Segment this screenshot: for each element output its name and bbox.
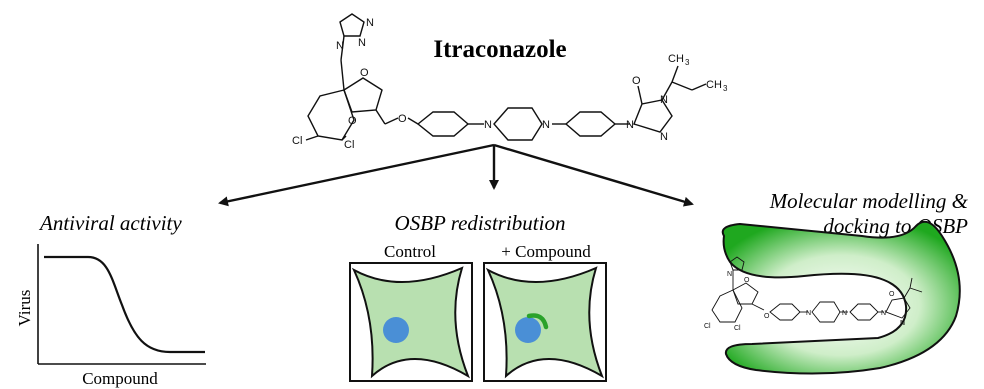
- antiviral-curve: [44, 255, 205, 354]
- atom-label: Cl: [292, 135, 302, 147]
- atom-label: Cl: [704, 323, 711, 330]
- control-cell: [351, 266, 470, 379]
- antiviral-xlabel: Compound: [82, 369, 158, 388]
- atom-label: N: [366, 17, 374, 29]
- atom-label: N: [806, 310, 811, 317]
- itraconazole-structure: [305, 13, 707, 141]
- atom-label: N: [660, 94, 668, 106]
- arrow-right: [493, 143, 694, 207]
- osbp-heading: OSBP redistribution: [395, 211, 566, 235]
- antiviral-ylabel: Virus: [15, 290, 34, 327]
- title: Itraconazole: [433, 36, 566, 63]
- control-nucleus: [383, 317, 409, 343]
- atom-label: 3: [685, 58, 690, 67]
- atom-label: CH: [706, 79, 722, 91]
- control-label: Control: [384, 242, 436, 261]
- docking-heading-line1: Molecular modelling &: [769, 189, 969, 213]
- atom-label: N: [542, 119, 550, 131]
- arrow-left: [218, 143, 495, 207]
- atom-label: O: [889, 291, 895, 298]
- atom-label: N: [727, 271, 732, 278]
- atom-label: N: [484, 119, 492, 131]
- osbp-aggregate: [526, 313, 549, 330]
- compound-nucleus: [515, 317, 541, 343]
- osbp-binding-pocket: [721, 220, 961, 375]
- osbp-protein-shape: [721, 220, 961, 375]
- atom-label: N: [660, 131, 668, 143]
- atom-label: Cl: [344, 139, 354, 151]
- atom-label: O: [398, 113, 407, 125]
- atom-label: O: [632, 75, 641, 87]
- atom-label: N: [358, 37, 366, 49]
- atom-label: N: [626, 119, 634, 131]
- atom-label: CH: [668, 53, 684, 65]
- atom-label: N: [900, 320, 905, 327]
- compound-label: + Compound: [501, 242, 591, 261]
- docked-itraconazole: [711, 256, 923, 323]
- antiviral-plot: Virus Compound: [15, 244, 206, 388]
- itraconazole-atom-labels: N N N O O O Cl Cl N N N O N N CH 3 CH 3: [292, 17, 728, 151]
- arrows: [218, 143, 694, 207]
- docked-atom-labels: N O Cl Cl O N N N O N: [704, 271, 905, 332]
- atom-label: O: [348, 115, 357, 127]
- atom-label: O: [744, 277, 750, 284]
- atom-label: N: [336, 40, 344, 52]
- atom-label: O: [360, 67, 369, 79]
- atom-label: Cl: [734, 325, 741, 332]
- control-cell-panel: [349, 262, 473, 382]
- atom-label: O: [764, 313, 770, 320]
- antiviral-heading: Antiviral activity: [38, 211, 182, 235]
- atom-label: N: [842, 310, 847, 317]
- atom-label: N: [881, 310, 886, 317]
- atom-label: 3: [723, 84, 728, 93]
- compound-cell-panel: [483, 262, 607, 382]
